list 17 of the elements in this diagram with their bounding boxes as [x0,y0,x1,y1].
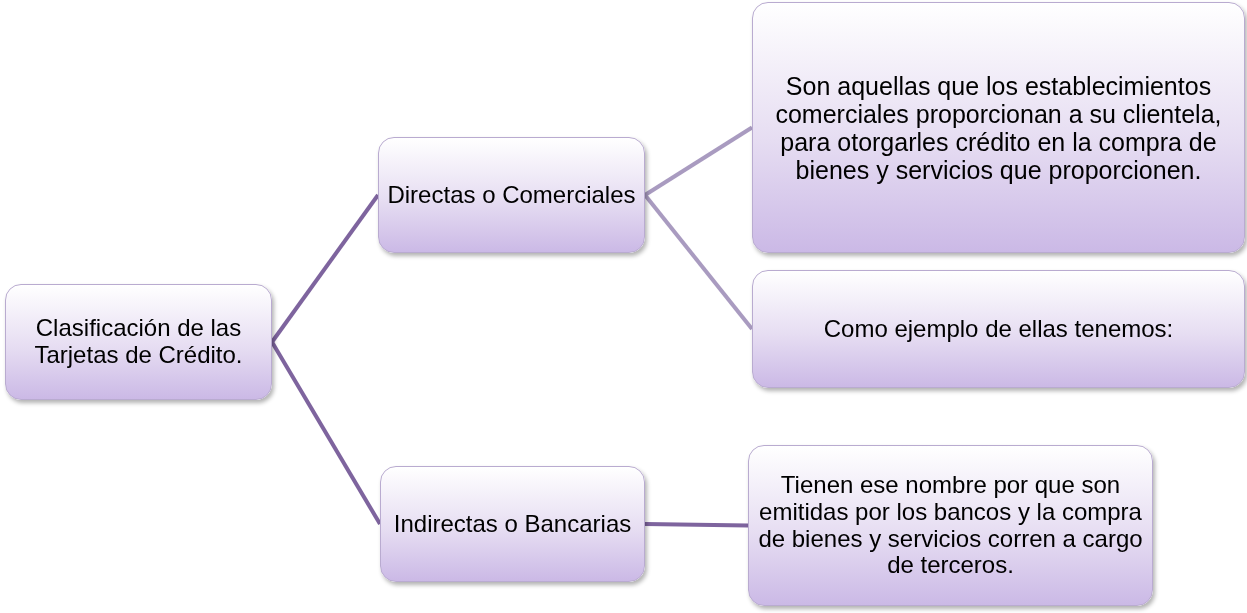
rounded-box [380,466,645,582]
rounded-box [752,270,1245,388]
node-text: Tienen ese nombre por que son emitidas por los bancos y la compra de bienes y servicios corren a cargo de terceros. [757,471,1144,580]
connector-line [270,193,380,344]
connector-line [643,125,754,197]
rounded-box [378,137,645,253]
connector-line [270,340,382,526]
node-text: Clasificación de las Tarjetas de Crédito. [33,315,244,369]
node-text: Como ejemplo de ellas tenemos: [823,315,1174,343]
rounded-box [5,284,272,400]
node-text: Directas o Comerciales [387,181,636,209]
connector-line [643,193,754,331]
node-text: Indirectas o Bancarias [393,510,632,538]
rounded-box [752,2,1245,253]
rounded-box [748,445,1153,606]
connector-line [644,522,749,528]
node-text: Son aquellas que los establecimientos comerciales proporcionan a su clientela, para otorgarles crédito en la compra de bienes y servicios que proporcionen. [774,71,1223,184]
